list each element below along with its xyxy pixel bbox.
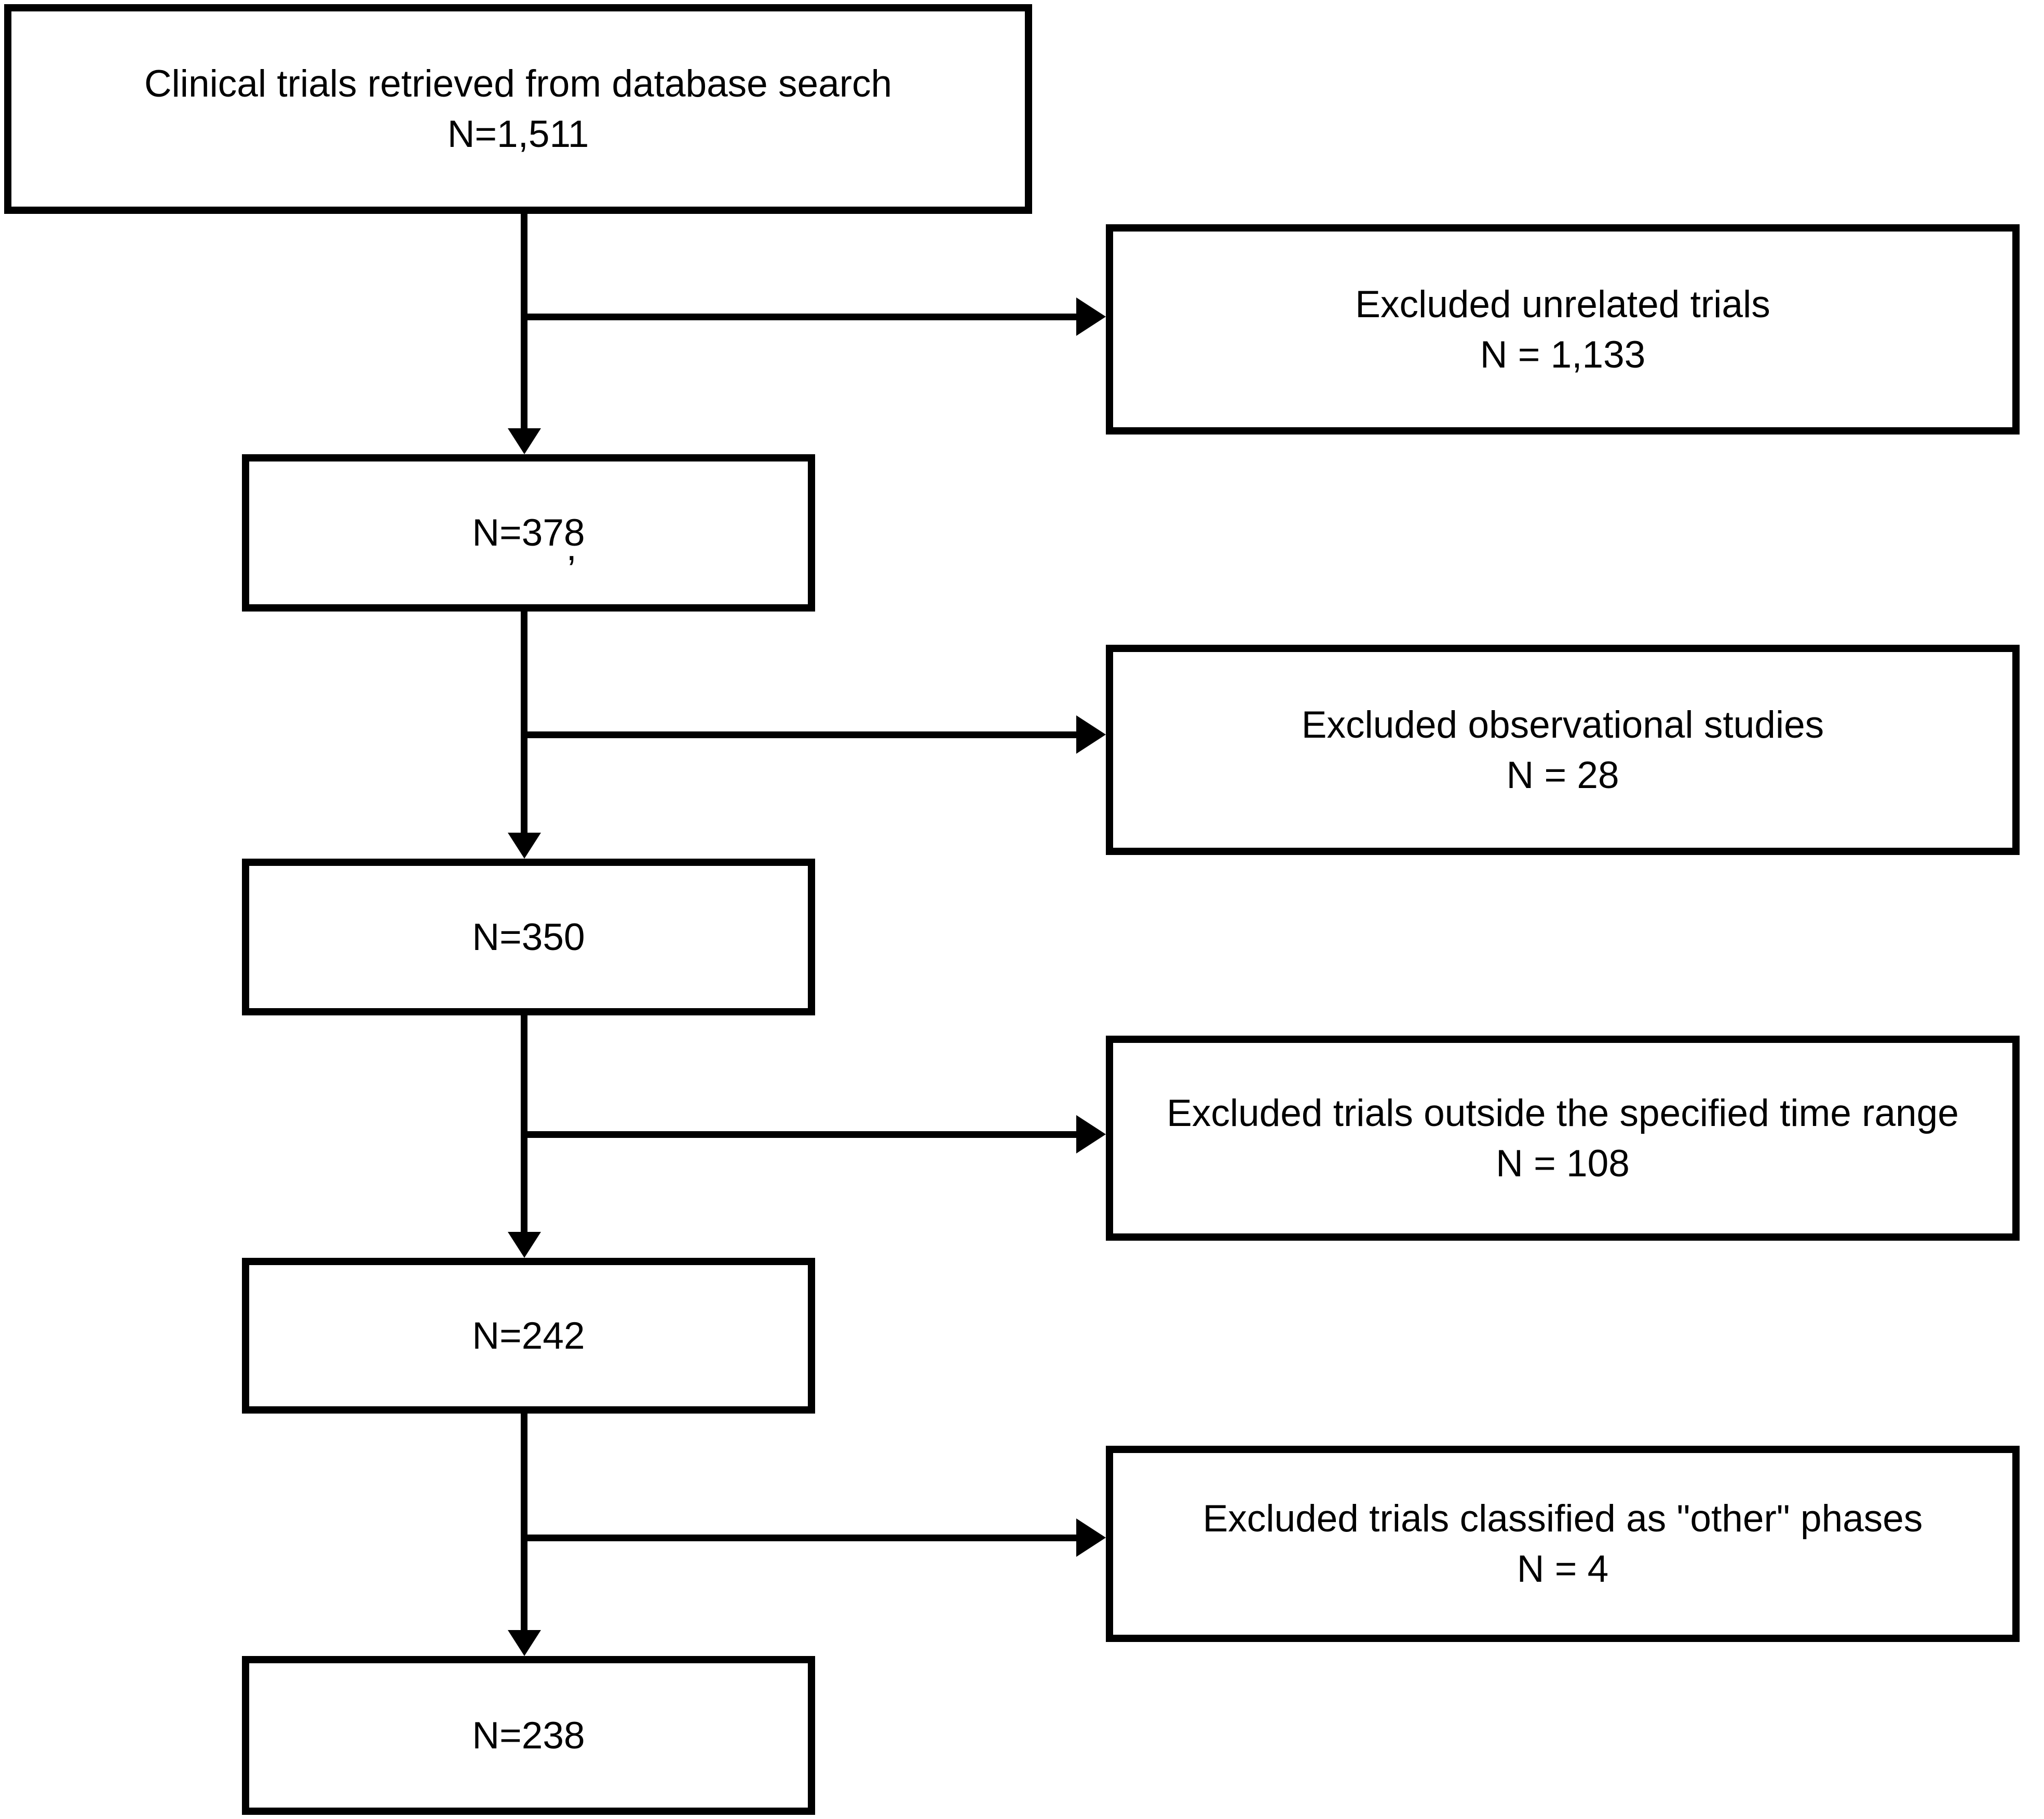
step-box-n242-label: N=242 bbox=[472, 1314, 585, 1357]
exclusion-box-other-phases: Excluded trials classified as "other" ph… bbox=[1106, 1446, 2020, 1642]
step-box-n238-label: N=238 bbox=[472, 1714, 585, 1757]
exclusion-box-observational-studies: Excluded observational studies N = 28 bbox=[1106, 645, 2020, 855]
connector-branch-3 bbox=[521, 1131, 1080, 1138]
step-box-n238: N=238 bbox=[242, 1656, 815, 1815]
start-box-title: Clinical trials retrieved from database … bbox=[144, 63, 892, 105]
exclusion-3-reason: Excluded trials outside the specified ti… bbox=[1167, 1092, 1959, 1134]
connector-branch-2 bbox=[521, 731, 1080, 738]
exclusion-4-reason: Excluded trials classified as "other" ph… bbox=[1202, 1498, 1923, 1540]
arrowhead-down-2-icon bbox=[508, 833, 541, 859]
start-box-count: N=1,511 bbox=[447, 113, 589, 155]
step-box-n350-label: N=350 bbox=[472, 916, 585, 958]
step-box-n242: N=242 bbox=[242, 1258, 815, 1414]
exclusion-4-count: N = 4 bbox=[1517, 1548, 1609, 1590]
exclusion-2-count: N = 28 bbox=[1506, 754, 1619, 796]
connector-down-1 bbox=[521, 214, 527, 431]
connector-down-4 bbox=[521, 1414, 527, 1633]
arrowhead-down-1-icon bbox=[508, 428, 541, 454]
arrowhead-right-2-icon bbox=[1076, 715, 1106, 754]
arrowhead-down-4-icon bbox=[508, 1630, 541, 1656]
step-box-n378: N=378, bbox=[242, 454, 815, 612]
connector-down-2 bbox=[521, 612, 527, 835]
step-box-n378-label: N=378, bbox=[472, 512, 585, 568]
arrowhead-right-4-icon bbox=[1076, 1518, 1106, 1557]
exclusion-1-reason: Excluded unrelated trials bbox=[1355, 283, 1770, 325]
exclusion-box-unrelated-trials: Excluded unrelated trials N = 1,133 bbox=[1106, 224, 2020, 435]
arrowhead-right-3-icon bbox=[1076, 1115, 1106, 1153]
exclusion-box-time-range: Excluded trials outside the specified ti… bbox=[1106, 1036, 2020, 1241]
step-box-n350: N=350 bbox=[242, 859, 815, 1015]
connector-branch-4 bbox=[521, 1535, 1080, 1541]
arrowhead-down-3-icon bbox=[508, 1232, 541, 1258]
exclusion-3-count: N = 108 bbox=[1496, 1142, 1630, 1185]
exclusion-1-count: N = 1,133 bbox=[1480, 333, 1646, 376]
exclusion-2-reason: Excluded observational studies bbox=[1301, 703, 1824, 746]
connector-down-3 bbox=[521, 1015, 527, 1236]
connector-branch-1 bbox=[521, 314, 1080, 320]
start-box: Clinical trials retrieved from database … bbox=[4, 4, 1032, 214]
arrowhead-right-1-icon bbox=[1076, 297, 1106, 336]
